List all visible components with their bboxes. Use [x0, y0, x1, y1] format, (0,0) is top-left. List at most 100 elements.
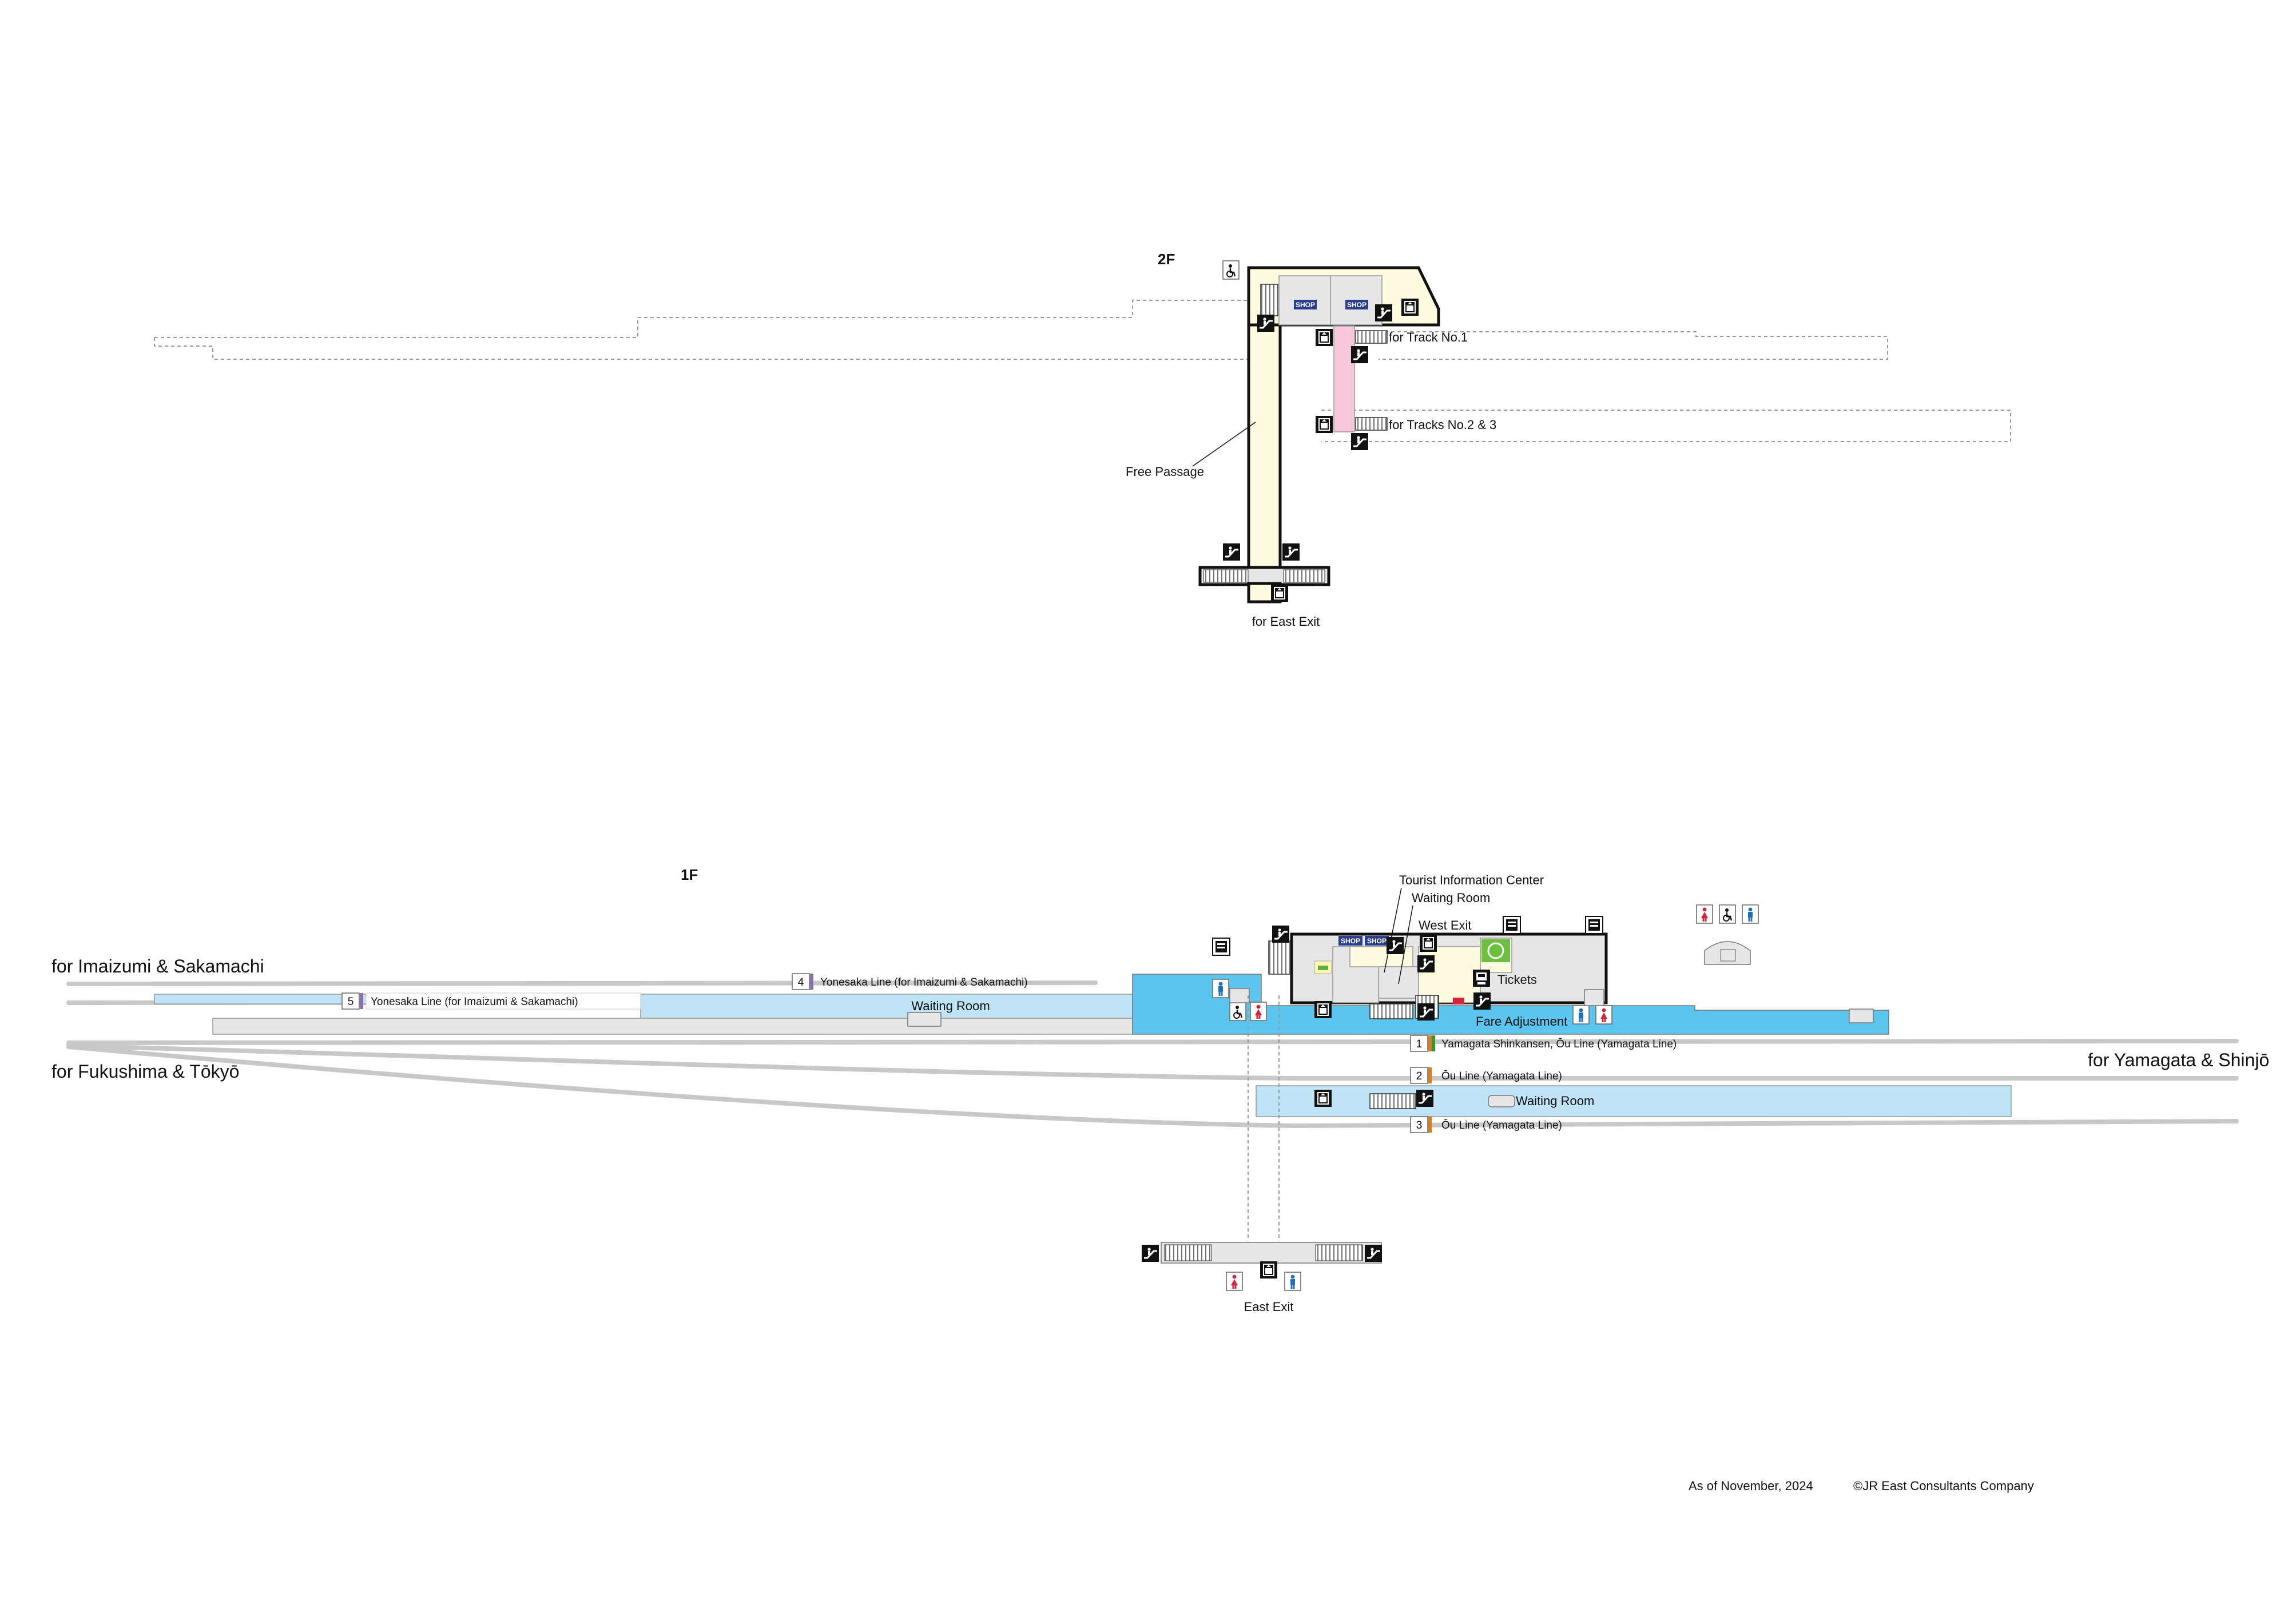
- platform-4-5-base: [212, 1018, 1133, 1035]
- svg-text:SHOP: SHOP: [1341, 937, 1360, 945]
- svg-text:Yamagata Shinkansen, Ōu Line (: Yamagata Shinkansen, Ōu Line (Yamagata L…: [1441, 1038, 1677, 1050]
- floor-label-1f: 1F: [681, 866, 698, 883]
- escalator-icon: [1364, 1244, 1383, 1263]
- elevator-icon: [1314, 1089, 1332, 1107]
- svg-text:1: 1: [1416, 1038, 1423, 1050]
- main-concourse: [1132, 974, 1889, 1035]
- label-for-track1: for Track No.1: [1389, 330, 1468, 344]
- west-exit-passage: [1418, 946, 1481, 1003]
- escalator-icon: [1141, 1244, 1160, 1263]
- escalator-icon: [1415, 1089, 1435, 1108]
- svg-text:SHOP: SHOP: [1296, 301, 1315, 309]
- stairs-2f-top-left: [1260, 284, 1278, 316]
- escalator-icon: [1350, 432, 1369, 451]
- fare-gates: [1453, 998, 1464, 1004]
- escalator-icon: [1385, 936, 1405, 955]
- track-badge-2: 2 Ōu Line (Yamagata Line): [1410, 1067, 1562, 1084]
- shop-logo-mark: [1318, 966, 1328, 970]
- line-color-chip: [360, 993, 363, 1009]
- concourse-right-box: [1849, 1008, 1874, 1023]
- toilet-female-icon: [1226, 1272, 1243, 1291]
- shop-badge-3: SHOP: [1338, 936, 1363, 946]
- outline-2f-west-platform: [154, 300, 1248, 338]
- stairs-building: [1268, 940, 1291, 975]
- bridge-upper-slant: [1412, 266, 1440, 327]
- elevator-icon: [1260, 1261, 1278, 1279]
- direction-yamagata: for Yamagata & Shinjō: [2088, 1050, 2269, 1070]
- svg-text:Ōu Line (Yamagata Line): Ōu Line (Yamagata Line): [1441, 1070, 1562, 1082]
- underpass-outline: [1248, 995, 1280, 1241]
- label-for-tracks23: for Tracks No.2 & 3: [1389, 418, 1496, 432]
- stairs-to-tracks23: [1355, 417, 1388, 431]
- toilet-female-icon: [1696, 904, 1713, 924]
- track-badge-3: 3 Ōu Line (Yamagata Line): [1410, 1116, 1562, 1133]
- connector-to-platforms: [1333, 325, 1355, 432]
- stairs-east-right: [1283, 569, 1325, 583]
- shop-badge-1: SHOP: [1294, 300, 1317, 309]
- toilet-female-icon: [1250, 1002, 1267, 1021]
- floor-label-2f: 2F: [1158, 251, 1175, 268]
- escalator-icon: [1281, 542, 1301, 562]
- footer-date: As of November, 2024: [1689, 1479, 1813, 1493]
- track-2-rail: [66, 1043, 2239, 1081]
- svg-text:3: 3: [1416, 1119, 1423, 1131]
- track-badge-4: 4 Yonesaka Line (for Imaizumi & Sakamach…: [792, 973, 1028, 990]
- svg-text:5: 5: [348, 996, 354, 1008]
- footer-copyright: ©JR East Consultants Company: [1853, 1479, 2034, 1493]
- track-badge-1: 1 Yamagata Shinkansen, Ōu Line (Yamagata…: [1410, 1035, 1677, 1052]
- svg-text:4: 4: [798, 976, 804, 988]
- line-color-chip: [1428, 1117, 1432, 1133]
- escalator-icon: [1472, 991, 1492, 1011]
- main-line-rail: [66, 1039, 2239, 1045]
- tourist-info-leader: [1384, 887, 1402, 973]
- toilet-block-left: [1229, 988, 1250, 1003]
- label-waiting-room-left: Waiting Room: [911, 999, 990, 1013]
- coin-locker-icon: [1503, 916, 1521, 934]
- shop-badge-2: SHOP: [1345, 300, 1368, 309]
- platform-4-5-wide: [640, 994, 1133, 1019]
- label-tourist-info: Tourist Information Center: [1399, 873, 1544, 887]
- wheelchair-icon: [1222, 260, 1240, 280]
- escalator-icon: [1271, 924, 1290, 944]
- direction-imaizumi: for Imaizumi & Sakamachi: [51, 956, 264, 976]
- escalator-icon: [1416, 954, 1436, 974]
- stairs-east-exit-left: [1164, 1244, 1212, 1261]
- coin-locker-icon: [1212, 938, 1230, 956]
- elevator-icon: [1314, 1000, 1332, 1019]
- shop-badge-4: SHOP: [1365, 936, 1389, 946]
- track-3-rail: [66, 1045, 2239, 1129]
- track-badge-5: 5 Yonesaka Line (for Imaizumi & Sakamach…: [341, 992, 641, 1010]
- track-4-rail: [66, 980, 1098, 986]
- label-for-east-exit: for East Exit: [1252, 614, 1320, 629]
- svg-text:SHOP: SHOP: [1347, 301, 1367, 309]
- escalator-icon: [1256, 313, 1276, 333]
- svg-text:SHOP: SHOP: [1367, 937, 1387, 945]
- wc-building-right-door: [1720, 949, 1736, 962]
- platform-2-3: [1256, 1085, 2012, 1117]
- line-color-chip: [1432, 1035, 1435, 1051]
- ticket-office-icon: [1487, 942, 1504, 959]
- elevator-icon: [1315, 415, 1333, 434]
- coin-locker-icon: [1585, 916, 1603, 934]
- wheelchair-icon: [1718, 904, 1737, 924]
- svg-text:Ōu Line (Yamagata Line): Ōu Line (Yamagata Line): [1441, 1119, 1562, 1131]
- stairs-east-exit-right: [1315, 1244, 1363, 1261]
- toilet-male-icon: [1284, 1272, 1301, 1291]
- label-fare-adjustment: Fare Adjustment: [1476, 1014, 1567, 1029]
- label-waiting-room-upper: Waiting Room: [1412, 891, 1490, 905]
- stairs-concourse: [1369, 1003, 1413, 1019]
- waiting-room-left-box: [907, 1012, 942, 1027]
- waiting-room-right-box: [1488, 1095, 1515, 1107]
- escalator-icon: [1222, 542, 1241, 562]
- escalator-icon: [1350, 345, 1369, 364]
- toilet-block-concourse: [1584, 989, 1604, 1006]
- escalator-icon: [1416, 1002, 1436, 1022]
- toilet-male-icon: [1212, 979, 1229, 998]
- elevator-icon: [1270, 584, 1289, 602]
- toilet-male-icon: [1572, 1005, 1590, 1025]
- wheelchair-icon: [1229, 1001, 1247, 1022]
- label-west-exit: West Exit: [1419, 918, 1472, 932]
- outline-2f-east-1: [1379, 331, 1888, 360]
- toilet-male-icon: [1742, 904, 1759, 924]
- direction-fukushima: for Fukushima & Tōkyō: [51, 1061, 239, 1082]
